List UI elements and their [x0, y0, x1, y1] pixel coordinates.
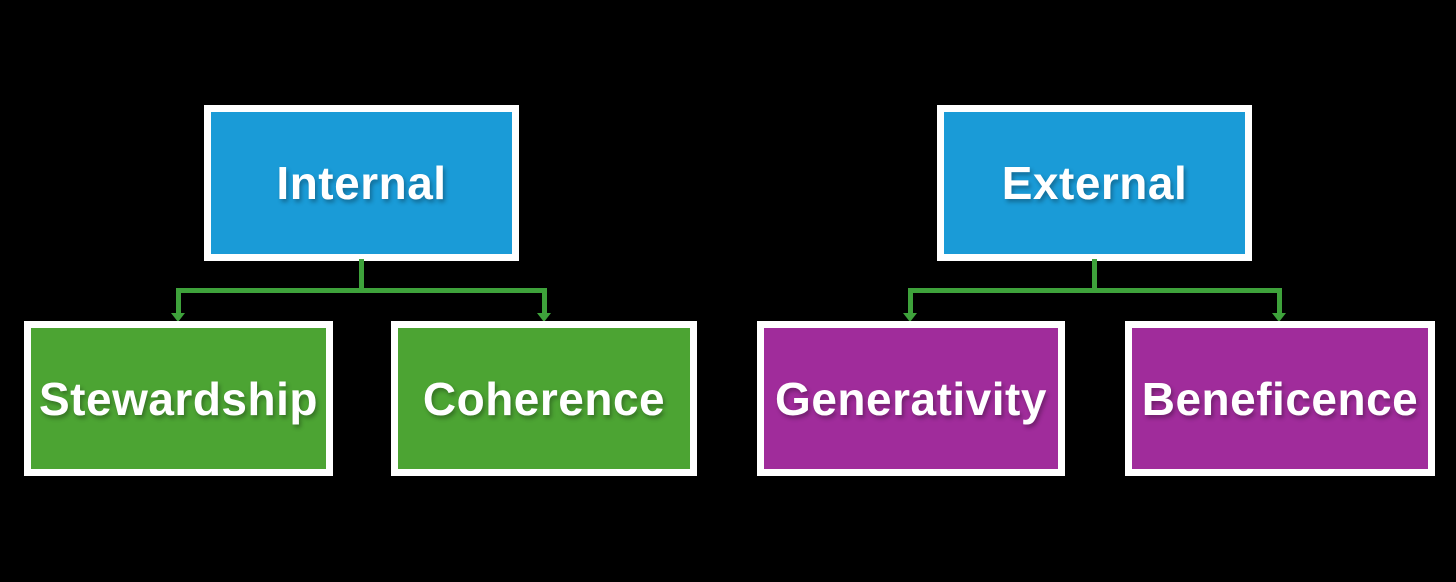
connector-internal-horizontal: [176, 288, 547, 293]
connector-external-to-beneficence: [1277, 288, 1282, 314]
node-generativity: Generativity: [757, 321, 1065, 476]
arrowhead-down-icon: [537, 313, 551, 322]
arrowhead-down-icon: [171, 313, 185, 322]
node-coherence-label: Coherence: [422, 372, 666, 425]
node-generativity-label: Generativity: [775, 372, 1047, 425]
arrowhead-down-icon: [903, 313, 917, 322]
connector-internal-to-coherence: [542, 288, 547, 314]
node-external-label: External: [1001, 157, 1188, 209]
node-internal-label: Internal: [276, 157, 447, 209]
node-beneficence: Beneficence: [1125, 321, 1435, 476]
node-stewardship: Stewardship: [24, 321, 333, 476]
connector-external-horizontal: [908, 288, 1280, 293]
node-internal: Internal: [204, 105, 519, 261]
connector-internal-to-stewardship: [176, 288, 181, 314]
node-beneficence-label: Beneficence: [1141, 372, 1419, 425]
connector-internal-stub: [359, 259, 364, 293]
connector-external-to-generativity: [908, 288, 913, 314]
node-stewardship-label: Stewardship: [38, 372, 318, 425]
node-external: External: [937, 105, 1252, 261]
arrowhead-down-icon: [1272, 313, 1286, 322]
connector-external-stub: [1092, 259, 1097, 293]
node-coherence: Coherence: [391, 321, 697, 476]
